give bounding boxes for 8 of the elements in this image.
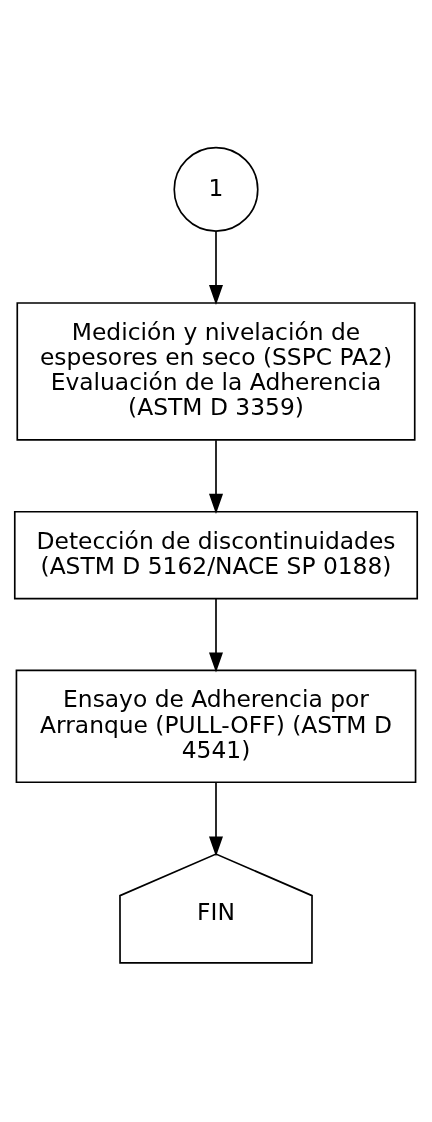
arrow: [209, 597, 223, 673]
arrow: [209, 439, 223, 514]
arrow: [209, 230, 223, 305]
node-circle: 1: [173, 146, 259, 232]
node-box: Ensayo de Adherencia por Arranque (PULL-OFF) (ASTM D 4541): [15, 669, 417, 784]
arrow: [209, 781, 223, 857]
node-box: Detección de discontinuidades (ASTM D 5162/NACE SP 0188): [13, 510, 419, 600]
node-box: Medición y nivelación de espesores en seco (SSPC PA2) Evaluación de la Adherencia (ASTM D 3359): [16, 302, 416, 441]
